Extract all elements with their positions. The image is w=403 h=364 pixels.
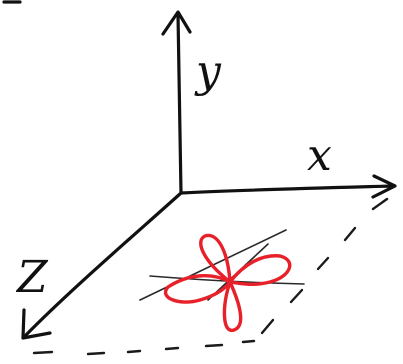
y-axis-line (178, 14, 181, 193)
plane-bottom-edge (34, 341, 254, 354)
z-axis-line (25, 193, 181, 336)
plane-right-edge (262, 199, 387, 333)
x-axis-label: x (307, 130, 332, 181)
y-axis-label: y (194, 46, 222, 97)
lobe-right (230, 256, 290, 285)
lobe-bottom (224, 282, 240, 330)
x-axis-line (181, 186, 393, 193)
y-axis-arrowhead (163, 12, 190, 34)
four-lobe-pattern (166, 235, 290, 330)
z-axis-label: Z (15, 252, 49, 303)
